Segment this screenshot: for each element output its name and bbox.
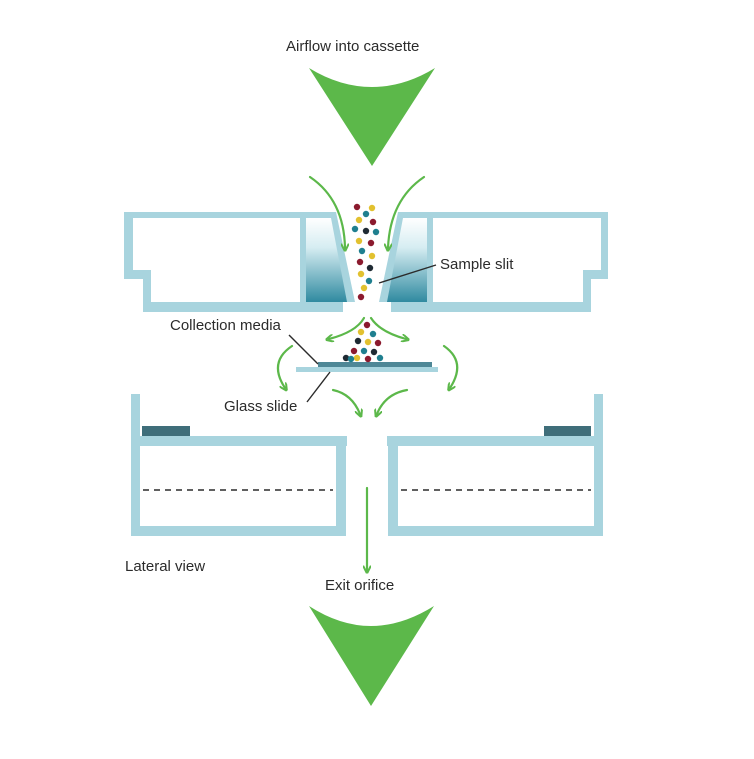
flow-arrow-out-left: [329, 316, 366, 339]
flow-arrow-in-left: [308, 175, 345, 248]
lower-housing-right: [387, 394, 603, 536]
lower-pad-left: [142, 426, 190, 436]
leader-glass-slide: [306, 371, 331, 403]
collection-media: [318, 362, 432, 367]
flow-arrows: [276, 175, 459, 570]
particles-on-media: [342, 321, 384, 363]
flow-arrow-down-right: [377, 388, 409, 414]
label-airflow-in: Airflow into cassette: [286, 38, 420, 55]
upper-housing-left: [126, 213, 308, 302]
glass-slide: [296, 367, 438, 372]
flow-arrow-in-right: [388, 175, 426, 248]
flow-arrow-side-left: [276, 344, 294, 388]
label-collection-media: Collection media: [170, 317, 281, 334]
label-glass-slide: Glass slide: [224, 398, 298, 415]
label-exit-orifice: Exit orifice: [325, 577, 395, 594]
leader-lines: [288, 264, 437, 403]
flow-arrow-down-left: [331, 388, 360, 414]
particles-in-slit: [351, 203, 380, 301]
flow-arrow-out-right: [369, 316, 406, 339]
leader-sample-slit: [378, 264, 437, 284]
flow-arrow-side-right: [442, 344, 459, 388]
label-sample-slit: Sample slit: [440, 256, 514, 273]
leader-collection-media: [288, 334, 319, 365]
label-lateral-view: Lateral view: [125, 558, 206, 575]
outflow-big-arrow-icon: [309, 606, 434, 706]
inflow-big-arrow-icon: [309, 68, 435, 166]
lower-pad-right: [544, 426, 591, 436]
